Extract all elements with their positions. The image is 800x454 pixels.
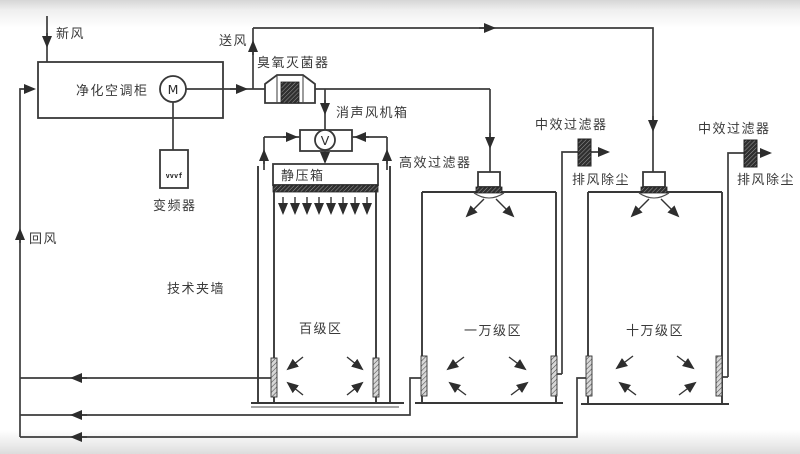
technical-wall-label: 技术夹墙: [167, 282, 225, 297]
laminar-flow-arrows: [278, 197, 372, 215]
return-grille-left: [420, 355, 428, 397]
class100-zone-label: 百级区: [299, 322, 343, 337]
plenum-box-label: 静压箱: [281, 168, 325, 184]
return-grille-left: [585, 355, 593, 397]
muffler-fan-box: V 消声风机箱: [264, 89, 409, 164]
ac-cabinet: 净化空调柜: [37, 61, 224, 119]
fresh-air-label: 新风: [56, 26, 85, 42]
fan-circle-icon: [314, 129, 336, 151]
supply-duct: 送风: [186, 23, 658, 172]
exhaust-dust-a-label: 排风除尘: [572, 173, 630, 188]
medium-filter-icon: [743, 139, 758, 168]
room-class100k: 十万级区: [581, 171, 729, 405]
room-class100: 百级区: [251, 166, 404, 408]
medium-filter-a-label: 中效过滤器: [535, 118, 608, 133]
plenum-filter-strip: [272, 184, 379, 193]
plenum-risers: [259, 137, 392, 170]
exhaust-grille-right: [715, 355, 723, 397]
exhaust-dust-b-label: 排风除尘: [737, 173, 795, 188]
return-air-circuit: 回风: [15, 84, 586, 442]
inverter-label: 变频器: [153, 198, 197, 214]
ozone-sterilizer: 臭氧灭菌器: [257, 56, 330, 104]
return-grille-right: [372, 357, 380, 398]
motor-symbol: M: [168, 82, 179, 97]
ac-cabinet-label: 净化空调柜: [76, 84, 149, 99]
fresh-air-inlet: 新风: [42, 16, 85, 62]
return-duct-2: [20, 377, 421, 416]
plenum-box: 静压箱: [272, 163, 379, 193]
exhaust-grille-right: [550, 355, 558, 397]
ceiling-filter-box: [642, 171, 666, 188]
return-air-label: 回风: [29, 232, 58, 247]
inverter-marking: vvvf: [166, 172, 183, 180]
supply-air-label: 送风: [219, 34, 248, 49]
medium-filter-b-label: 中效过滤器: [698, 122, 771, 137]
return-duct-3: [20, 377, 586, 438]
room-class10k: 一万级区: [415, 171, 563, 404]
class100k-zone-label: 十万级区: [626, 324, 684, 339]
hepa-filter-label: 高效过滤器: [399, 155, 472, 171]
ozone-sterilizer-label: 臭氧灭菌器: [257, 56, 330, 71]
ceiling-filter-box: [477, 171, 501, 188]
exhaust-branch-2: 中效过滤器 排风除尘: [698, 122, 795, 378]
motor: M: [159, 75, 187, 103]
inverter: vvvf 变频器: [153, 102, 197, 214]
class10k-zone-label: 一万级区: [464, 324, 522, 339]
diffuser-arc-icon: [473, 192, 505, 199]
fan-symbol: V: [321, 133, 330, 148]
return-grille-left: [270, 357, 278, 398]
muffler-fan-box-label: 消声风机箱: [336, 105, 409, 121]
medium-filter-icon: [577, 138, 592, 167]
exhaust-branch-1: 中效过滤器 排风除尘: [535, 118, 630, 375]
diffuser-arc-icon: [638, 192, 670, 199]
